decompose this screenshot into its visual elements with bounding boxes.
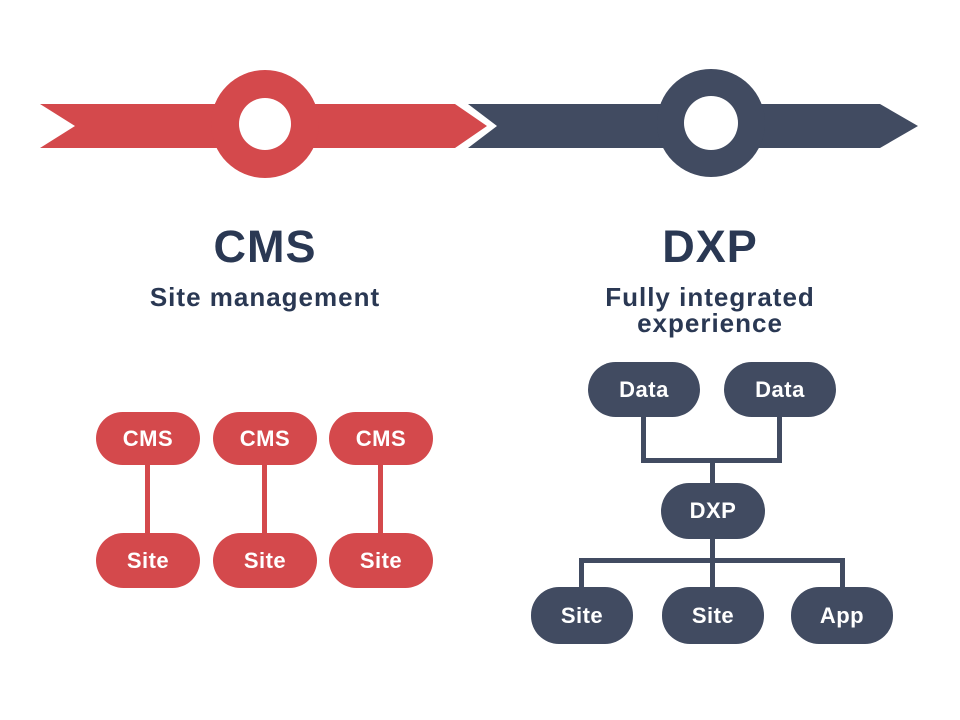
cms-node: CMS (329, 412, 433, 465)
site-node: Site (96, 533, 200, 588)
cms-subtitle: Site management (149, 282, 381, 312)
child-drop-connector (579, 558, 584, 588)
data-drop-connector (777, 417, 782, 461)
site-node: Site (531, 587, 633, 644)
data-node: Data (724, 362, 836, 417)
cms-site-connector (262, 465, 267, 533)
site-node: Site (662, 587, 764, 644)
cms-milestone-hole (239, 98, 291, 150)
dxp-stem-connector (710, 458, 715, 486)
data-node: Data (588, 362, 700, 417)
dxp-node: DXP (661, 483, 765, 539)
site-node: Site (329, 533, 433, 588)
dxp-down-connector (710, 539, 715, 561)
cms-site-connector (145, 465, 150, 533)
site-node: Site (213, 533, 317, 588)
cms-title: CMS (213, 221, 317, 272)
cms-site-connector (378, 465, 383, 533)
cms-node: CMS (96, 412, 200, 465)
child-drop-connector (710, 558, 715, 588)
dxp-milestone-hole (684, 96, 738, 150)
child-drop-connector (840, 558, 845, 588)
dxp-subtitle: Fully integrated experience (605, 282, 815, 338)
dxp-title: DXP (662, 221, 758, 272)
timeline-ribbon (40, 69, 918, 178)
cms-node: CMS (213, 412, 317, 465)
app-node: App (791, 587, 893, 644)
data-drop-connector (641, 417, 646, 461)
